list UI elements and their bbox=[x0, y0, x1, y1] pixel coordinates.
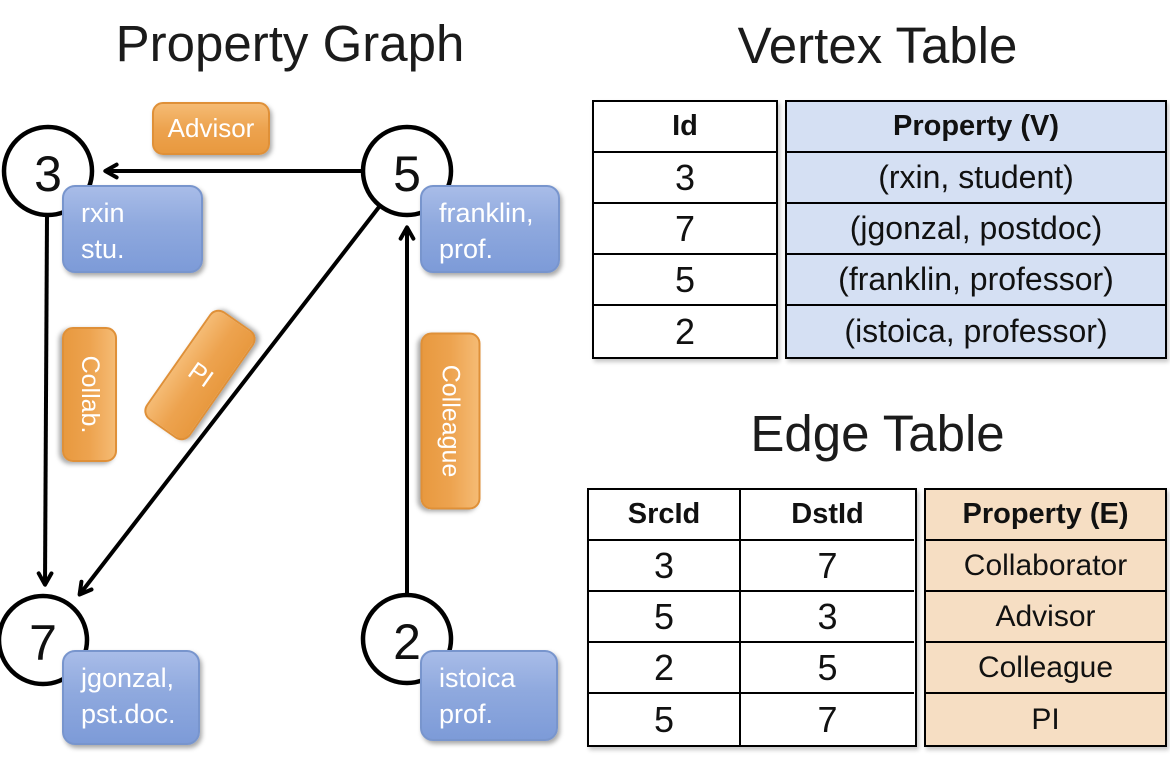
edge-label-pi-text: PI bbox=[182, 356, 218, 393]
vertex-table-id-header: Id bbox=[594, 102, 776, 153]
vertex-prop-box-7: jgonzal, pst.doc. bbox=[62, 650, 200, 745]
edge-table-src-cell: 2 bbox=[589, 643, 739, 694]
edge-table-dst-cell: 7 bbox=[739, 541, 914, 592]
vertex-node-2-id: 2 bbox=[393, 614, 421, 670]
property-graph-canvas: 3 5 7 2 bbox=[0, 124, 454, 687]
edge-table-property-cell: Advisor bbox=[926, 592, 1165, 643]
vertex-node-5-id: 5 bbox=[393, 146, 421, 202]
edge-table-dst-header: DstId bbox=[739, 490, 914, 541]
edge-pi-5-to-7 bbox=[77, 205, 381, 597]
edge-table-property-column: Property (E) Collaborator Advisor Collea… bbox=[924, 488, 1167, 747]
edge-table-src-cell: 5 bbox=[589, 694, 739, 745]
vertex-table-property-cell: (rxin, student) bbox=[787, 153, 1165, 204]
vertex-prop-3-line1: rxin bbox=[81, 198, 125, 228]
vertex-prop-5-line2: prof. bbox=[439, 234, 494, 264]
edge-table-property-header: Property (E) bbox=[926, 490, 1165, 541]
edge-table-header-row: SrcId DstId bbox=[589, 490, 915, 541]
vertex-prop-box-5: franklin, prof. bbox=[420, 185, 560, 273]
vertex-prop-2-line2: prof. bbox=[439, 699, 494, 729]
vertex-prop-box-3: rxin stu. bbox=[62, 185, 203, 273]
edge-label-collab: Collab. bbox=[62, 327, 117, 462]
edge-table-dst-cell: 5 bbox=[739, 643, 914, 694]
vertex-table-property-column: Property (V) (rxin, student) (jgonzal, p… bbox=[785, 100, 1167, 359]
vertex-table-property-cell: (franklin, professor) bbox=[787, 255, 1165, 306]
vertex-table-id-cell: 7 bbox=[594, 204, 776, 255]
edge-label-advisor-text: Advisor bbox=[167, 113, 255, 143]
edge-table-src-dst-columns: SrcId DstId 3 7 5 3 2 5 5 7 bbox=[587, 488, 917, 747]
vertex-node-7-id: 7 bbox=[29, 615, 57, 671]
edge-table-dst-cell: 7 bbox=[739, 694, 914, 745]
property-graph-title: Property Graph bbox=[115, 15, 465, 72]
vertex-table-property-cell: (istoica, professor) bbox=[787, 306, 1165, 357]
edge-table-title: Edge Table bbox=[750, 405, 1005, 462]
vertex-table-id-cell: 3 bbox=[594, 153, 776, 204]
vertex-table-id-cell: 5 bbox=[594, 255, 776, 306]
edge-table-property-cell: Collaborator bbox=[926, 541, 1165, 592]
edge-label-advisor: Advisor bbox=[152, 102, 270, 155]
vertex-prop-3-line2: stu. bbox=[81, 234, 125, 264]
edge-table-row: 3 7 bbox=[589, 541, 915, 592]
edge-table-row: 5 3 bbox=[589, 592, 915, 643]
edge-label-collab-text: Collab. bbox=[76, 355, 104, 434]
edge-table-dst-cell: 3 bbox=[739, 592, 914, 643]
vertex-table-id-cell: 2 bbox=[594, 306, 776, 357]
vertex-table-id-column: Id 3 7 5 2 bbox=[592, 100, 778, 359]
vertex-prop-5-line1: franklin, bbox=[439, 198, 534, 228]
edge-table-src-cell: 5 bbox=[589, 592, 739, 643]
edge-table-src-header: SrcId bbox=[589, 490, 739, 541]
edge-table-row: 5 7 bbox=[589, 694, 915, 745]
vertex-prop-box-2: istoica prof. bbox=[420, 650, 558, 741]
edge-collab-3-to-7 bbox=[36, 215, 54, 587]
vertex-table-property-cell: (jgonzal, postdoc) bbox=[787, 204, 1165, 255]
edge-table-row: 2 5 bbox=[589, 643, 915, 694]
vertex-table-property-header: Property (V) bbox=[787, 102, 1165, 153]
edge-label-colleague-text: Colleague bbox=[437, 364, 465, 478]
edge-table-property-cell: Colleague bbox=[926, 643, 1165, 694]
vertex-prop-7-line2: pst.doc. bbox=[81, 699, 176, 729]
edge-table-src-cell: 3 bbox=[589, 541, 739, 592]
vertex-prop-2-line1: istoica bbox=[439, 663, 516, 693]
vertex-node-3-id: 3 bbox=[34, 146, 62, 202]
vertex-prop-7-line1: jgonzal, bbox=[81, 663, 175, 693]
edge-table-property-cell: PI bbox=[926, 694, 1165, 745]
vertex-table-title: Vertex Table bbox=[737, 17, 1018, 74]
edge-label-colleague: Colleague bbox=[420, 332, 481, 510]
